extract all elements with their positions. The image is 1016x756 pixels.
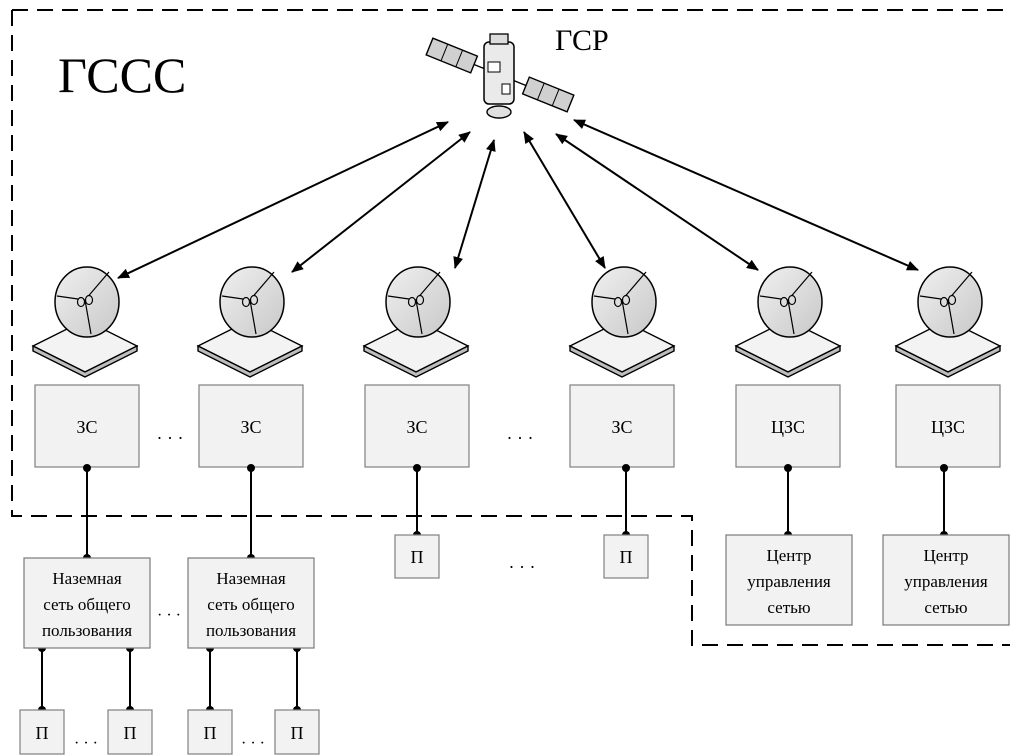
network-control-center: Центр управления сетью <box>882 534 1010 626</box>
network-control-center: Центр управления сетью <box>725 534 853 626</box>
earth-station: ЗС <box>364 384 470 468</box>
station-label: ЗС <box>406 417 427 437</box>
user-terminal: П <box>19 709 65 755</box>
svg-text:пользования: пользования <box>42 621 132 640</box>
user-terminal: П <box>274 709 320 755</box>
svg-text:П: П <box>620 547 633 567</box>
svg-text:сеть общего: сеть общего <box>43 595 131 614</box>
antenna-icon <box>197 266 303 378</box>
svg-text:Наземная: Наземная <box>52 569 121 588</box>
system-boundary <box>11 9 1010 646</box>
link-arrow-4 <box>523 131 606 269</box>
ellipsis: · · · <box>241 735 265 752</box>
antenna-icon <box>569 266 675 378</box>
svg-text:пользования: пользования <box>206 621 296 640</box>
svg-text:П: П <box>204 723 217 743</box>
svg-text:управления: управления <box>747 572 831 591</box>
antenna-icon <box>895 266 1001 378</box>
station-label: ЗС <box>240 417 261 437</box>
svg-text:П: П <box>36 723 49 743</box>
user-terminal: П <box>107 709 153 755</box>
satellite-label: ГСР <box>555 24 609 57</box>
antenna-icon <box>735 266 841 378</box>
station-label: ЗС <box>76 417 97 437</box>
svg-text:сеть общего: сеть общего <box>207 595 295 614</box>
earth-station: ЗС <box>198 384 304 468</box>
station-label: ЦЗС <box>931 417 965 437</box>
link-arrow-5 <box>555 133 759 271</box>
svg-text:П: П <box>411 547 424 567</box>
public-network-box: Наземная сеть общего пользования <box>187 557 315 649</box>
earth-station: ЗС <box>34 384 140 468</box>
svg-text:сетью: сетью <box>924 598 967 617</box>
svg-text:Наземная: Наземная <box>216 569 285 588</box>
antenna-icon <box>363 266 469 378</box>
user-terminal: П <box>187 709 233 755</box>
station-label: ЗС <box>611 417 632 437</box>
central-earth-station: ЦЗС <box>735 384 841 468</box>
ellipsis: · · · <box>157 428 184 448</box>
link-arrow-6 <box>573 119 919 271</box>
public-network-box: Наземная сеть общего пользования <box>23 557 151 649</box>
satellite-icon <box>425 33 575 119</box>
ellipsis: · · · <box>74 735 98 752</box>
system-label: ГССС <box>58 47 186 103</box>
user-terminal: П <box>603 534 649 579</box>
station-label: ЦЗС <box>771 417 805 437</box>
svg-text:П: П <box>124 723 137 743</box>
antenna-icon <box>32 266 138 378</box>
link-arrow-2 <box>291 131 471 273</box>
earth-station: ЗС <box>569 384 675 468</box>
ellipsis: · · · <box>507 428 534 448</box>
central-earth-station: ЦЗС <box>895 384 1001 468</box>
svg-text:Центр: Центр <box>766 546 811 565</box>
user-terminal: П <box>394 534 440 579</box>
svg-text:П: П <box>291 723 304 743</box>
link-arrow-1 <box>117 121 449 279</box>
svg-text:сетью: сетью <box>767 598 810 617</box>
svg-text:Центр: Центр <box>923 546 968 565</box>
ellipsis: · · · <box>509 557 536 577</box>
link-arrow-3 <box>453 139 496 269</box>
ellipsis: · · · <box>157 607 181 624</box>
svg-text:управления: управления <box>904 572 988 591</box>
